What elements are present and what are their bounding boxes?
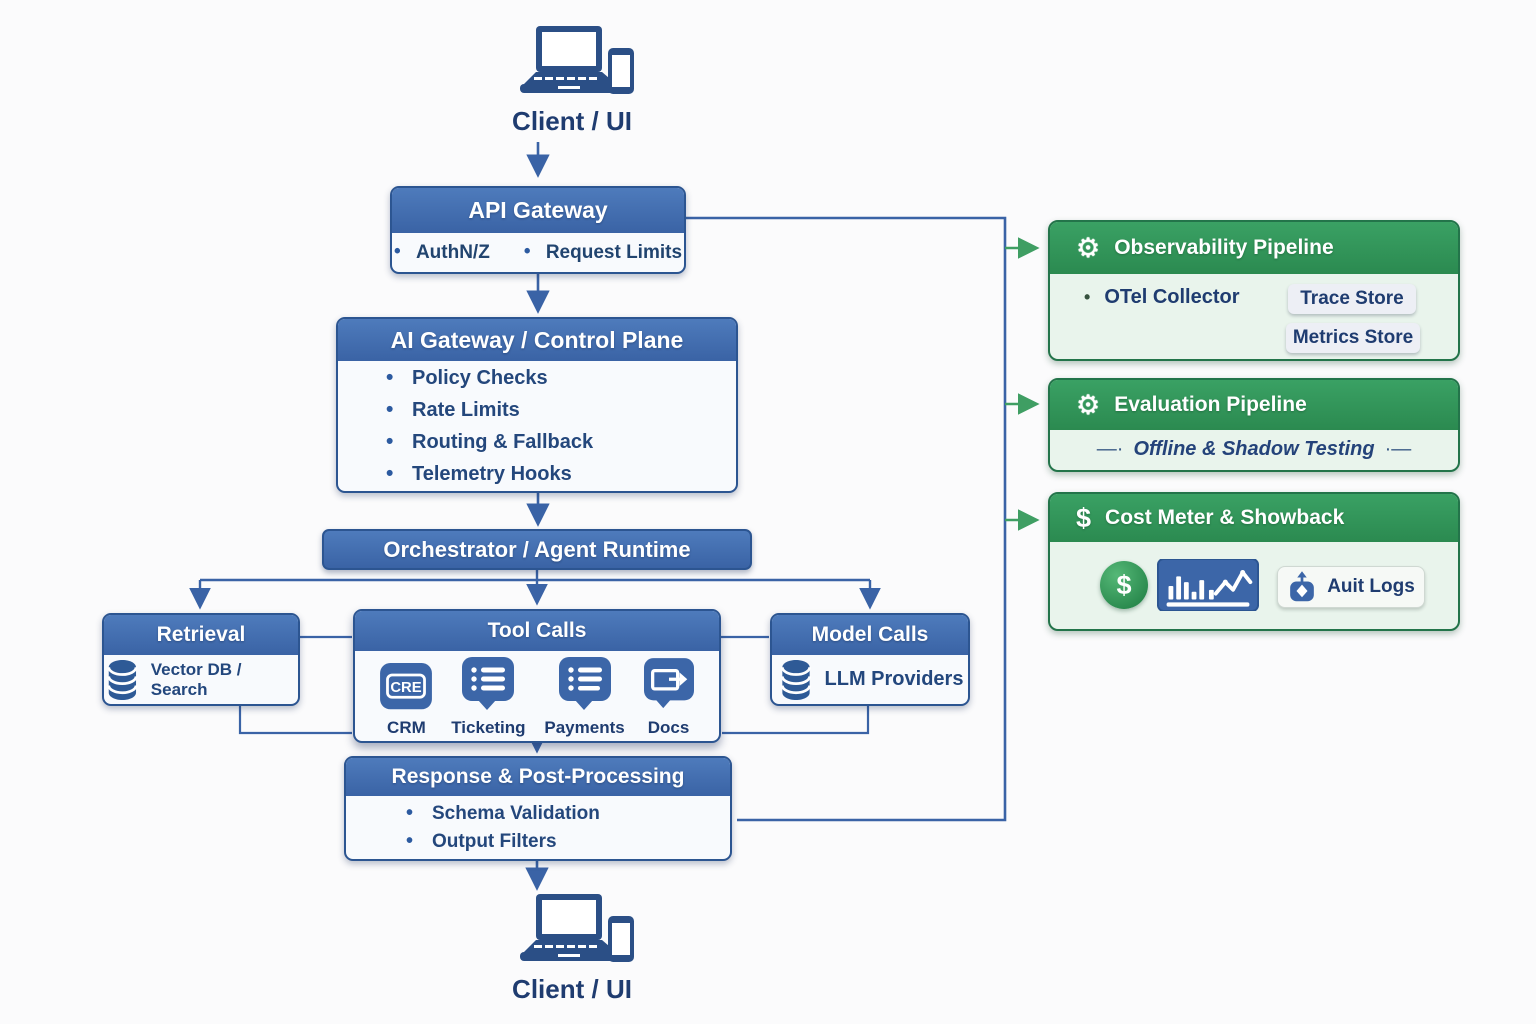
retrieval-box: Retrieval Vector DB / Search <box>102 613 300 706</box>
gear-icon: ⚙ <box>1076 389 1101 421</box>
model-calls-box: Model Calls LLM Providers <box>770 613 970 706</box>
client-bottom: Client / UI <box>472 892 672 1005</box>
note-suffix-dash: ·— <box>1384 438 1412 460</box>
ai-gateway-item: Telemetry Hooks <box>386 462 572 486</box>
client-bottom-label: Client / UI <box>512 974 632 1004</box>
response-item: Output Filters <box>406 830 557 853</box>
ai-gateway-item: Policy Checks <box>386 366 548 390</box>
api-gateway-box: API Gateway AuthN/Z Request Limits <box>390 186 686 274</box>
audit-logs-badge: Auit Logs <box>1277 566 1425 608</box>
tool-payments: Payments <box>544 657 625 738</box>
response-box: Response & Post-Processing Schema Valida… <box>344 756 732 861</box>
response-title: Response & Post-Processing <box>346 758 730 796</box>
gear-icon: ⚙ <box>1076 232 1101 264</box>
crm-badge-icon: CRE <box>380 663 433 710</box>
evaluation-title: Evaluation Pipeline <box>1114 393 1307 416</box>
api-gateway-item: Request Limits <box>524 241 682 264</box>
evaluation-box: ⚙ Evaluation Pipeline —· Offline & Shado… <box>1048 378 1460 472</box>
audit-export-icon <box>1290 571 1315 602</box>
metrics-store-badge: Metrics Store <box>1286 323 1420 353</box>
cost-chart-icon <box>1157 559 1259 611</box>
tool-calls-title: Tool Calls <box>355 611 719 651</box>
retrieval-title: Retrieval <box>104 615 298 655</box>
model-calls-item: LLM Providers <box>824 668 964 690</box>
ai-gateway-title: AI Gateway / Control Plane <box>338 319 736 361</box>
evaluation-header: ⚙ Evaluation Pipeline <box>1050 380 1458 430</box>
ai-gateway-body: Policy Checks Rate Limits Routing & Fall… <box>338 361 736 491</box>
cost-meter-box: $ Cost Meter & Showback $ <box>1048 492 1460 631</box>
payments-list-icon <box>558 657 611 710</box>
client-top: Client / UI <box>472 24 672 137</box>
ai-gateway-item: Routing & Fallback <box>386 430 593 454</box>
model-calls-body: LLM Providers <box>772 655 968 704</box>
audit-logs-label: Auit Logs <box>1327 576 1415 597</box>
retrieval-body: Vector DB / Search <box>104 655 298 704</box>
cost-dollar-circle-icon: $ <box>1100 561 1148 609</box>
tool-crm: CRE CRM <box>380 663 433 738</box>
api-gateway-item: AuthN/Z <box>394 241 490 264</box>
dollar-sign-icon: $ <box>1076 502 1092 533</box>
client-top-label: Client / UI <box>512 106 632 136</box>
client-devices-icon <box>520 894 634 962</box>
tool-crm-label: CRM <box>387 718 426 737</box>
ai-gateway-box: AI Gateway / Control Plane Policy Checks… <box>336 317 738 493</box>
tool-ticketing-label: Ticketing <box>451 718 526 737</box>
evaluation-note-text: Offline & Shadow Testing <box>1133 438 1375 460</box>
api-gateway-title: API Gateway <box>392 188 684 233</box>
tool-ticketing: Ticketing <box>451 657 526 738</box>
model-calls-title: Model Calls <box>772 615 968 655</box>
trace-store-badge: Trace Store <box>1288 284 1416 314</box>
client-devices-icon <box>520 26 634 94</box>
cost-meter-header: $ Cost Meter & Showback <box>1050 494 1458 542</box>
tool-docs-label: Docs <box>647 718 690 737</box>
response-item: Schema Validation <box>406 802 600 825</box>
evaluation-note: —· Offline & Shadow Testing ·— <box>1050 438 1458 461</box>
crm-badge-text: CRE <box>391 680 422 696</box>
observability-header: ⚙ Observability Pipeline <box>1050 222 1458 274</box>
tool-docs: Docs <box>643 657 694 738</box>
database-icon <box>107 659 138 700</box>
database-icon <box>780 659 811 700</box>
orchestrator-bar: Orchestrator / Agent Runtime <box>322 529 752 570</box>
response-body: Schema Validation Output Filters <box>346 796 730 859</box>
ticketing-list-icon <box>462 657 515 710</box>
api-gateway-body: AuthN/Z Request Limits <box>392 233 684 272</box>
note-prefix-dash: —· <box>1096 438 1124 460</box>
observability-box: ⚙ Observability Pipeline OTel Collector … <box>1048 220 1460 361</box>
tool-payments-label: Payments <box>544 718 625 737</box>
tool-calls-body: CRE CRM Ticketing <box>355 651 719 741</box>
tool-calls-box: Tool Calls CRE CRM Ticketing <box>353 609 721 743</box>
docs-icon <box>643 658 694 709</box>
ai-gateway-item: Rate Limits <box>386 398 520 422</box>
cost-meter-title: Cost Meter & Showback <box>1105 506 1345 529</box>
otel-collector-label: OTel Collector <box>1084 286 1239 309</box>
retrieval-item: Vector DB / Search <box>150 659 242 699</box>
observability-title: Observability Pipeline <box>1114 236 1334 259</box>
